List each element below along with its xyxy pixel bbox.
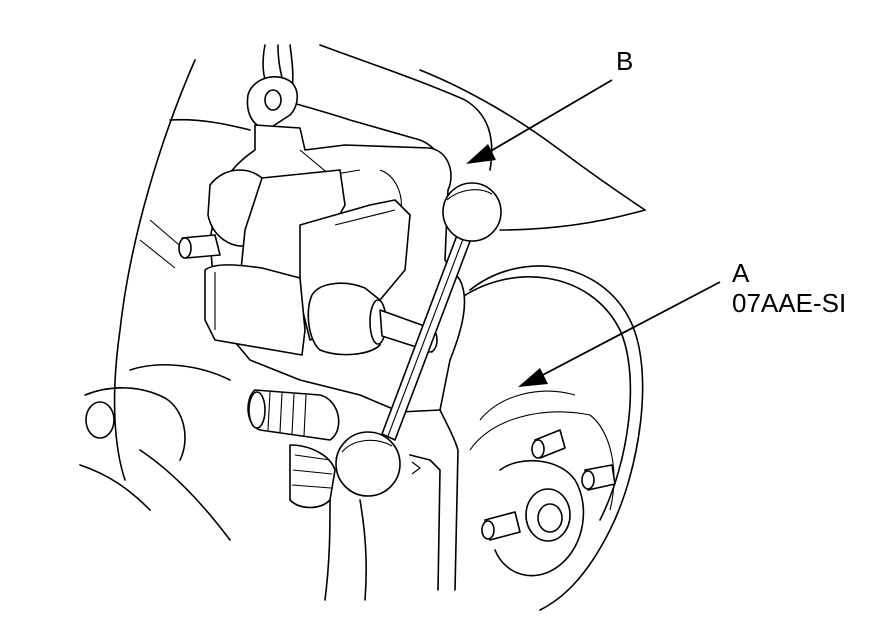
leader-arrow-b	[466, 79, 613, 164]
brake-hose	[246, 44, 299, 129]
brake-caliper	[178, 124, 466, 413]
tool-ball-grip-bottom	[335, 431, 401, 497]
callout-label-a: A	[732, 258, 750, 288]
tool-ball-grip-top	[442, 182, 502, 242]
callout-part-number-a: 07AAE-SI	[732, 288, 846, 318]
hub-stud	[481, 511, 521, 541]
knuckle-lower-arm	[324, 409, 459, 601]
steering-knuckle	[79, 59, 251, 541]
leader-arrow-a	[518, 281, 721, 387]
slide-pin-boot	[247, 389, 340, 509]
hub-stud	[531, 429, 566, 459]
wheel-hub	[481, 429, 616, 577]
hub-stud	[581, 464, 616, 491]
piston-compressor-tool	[335, 182, 502, 497]
callout-label-b: B	[616, 46, 633, 76]
